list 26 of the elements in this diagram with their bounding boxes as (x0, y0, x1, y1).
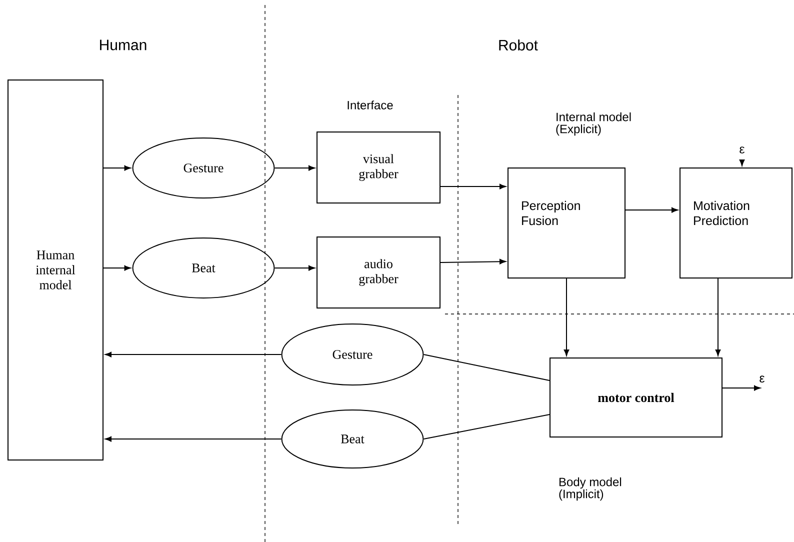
epsilon-text: ε (740, 146, 745, 154)
process-box: audio grabber (316, 236, 440, 308)
arrow (440, 184, 506, 190)
arrow (625, 207, 678, 213)
region-label: Human (100, 40, 146, 50)
process-box: visual grabber (316, 132, 440, 204)
arrow (274, 165, 315, 171)
arrow (103, 265, 131, 271)
arrow (739, 160, 745, 166)
arrow (105, 436, 282, 442)
arrow (715, 278, 721, 356)
process-box: Motivation Prediction (680, 168, 792, 278)
arrow (103, 165, 131, 171)
arrow (722, 385, 760, 391)
region-label: Interface (348, 100, 393, 110)
process-box: Perception Fusion (508, 168, 626, 278)
region-label: Body model (Implicit) (559, 477, 622, 501)
process-box: Human internal model (8, 80, 104, 460)
edge-label: ε (760, 376, 765, 382)
region-label: Internal model (Explicit) (556, 112, 631, 136)
region-label: Robot (499, 40, 538, 50)
arrow (564, 278, 570, 356)
arrow (105, 352, 282, 358)
arrow (274, 265, 315, 271)
arrow (440, 259, 506, 264)
process-box: motor control (550, 358, 722, 438)
